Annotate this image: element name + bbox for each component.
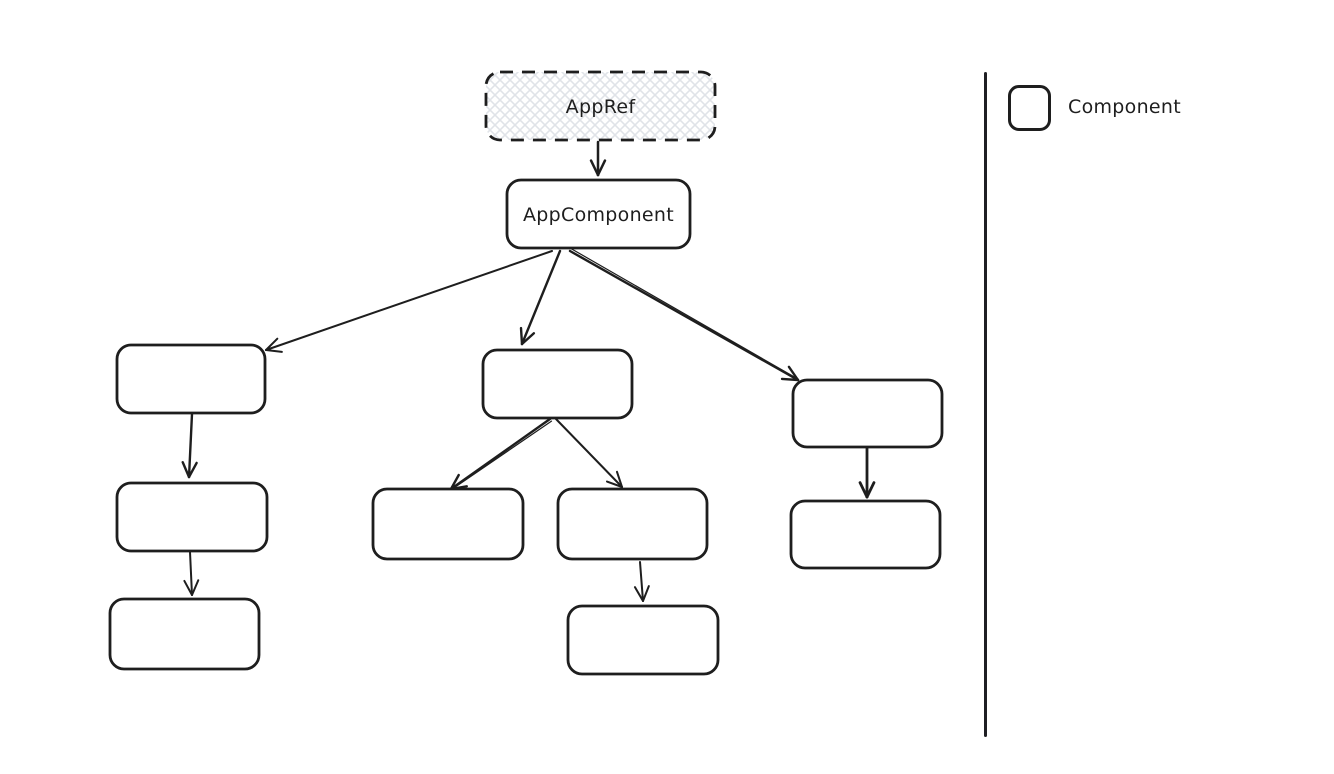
node-box-mid1: [481, 348, 634, 420]
legend-divider: [984, 72, 987, 737]
node-left2: [115, 481, 269, 553]
edge-appComponent-right1: [568, 248, 800, 382]
node-box-right2: [789, 499, 942, 570]
component-swatch-icon: [1008, 85, 1051, 131]
node-box-midleft: [371, 487, 525, 561]
edge-midright-midgrand: [633, 561, 650, 602]
edge-appComponent-left1: [265, 250, 553, 353]
edge-mid1-midleft: [449, 417, 553, 491]
node-midleft: [371, 487, 525, 561]
node-right1: [791, 378, 944, 449]
edge-left1-left2: [181, 412, 198, 479]
node-appComponent: AppComponent: [505, 178, 692, 250]
node-box-midright: [556, 487, 709, 561]
node-left3: [108, 597, 261, 671]
node-right2: [789, 499, 942, 570]
node-box-appRef: [484, 70, 717, 142]
edge-appComponent-mid1: [519, 249, 562, 346]
node-left1: [115, 343, 267, 415]
edge-left2-left3: [183, 551, 200, 596]
node-label-appRef: AppRef: [566, 96, 637, 118]
edges-layer: [181, 140, 876, 602]
node-midright: [556, 487, 709, 561]
edge-mid1-midright: [555, 418, 623, 488]
node-label-appComponent: AppComponent: [523, 204, 674, 226]
legend-label: Component: [1068, 96, 1182, 118]
edge-appRef-appComponent: [589, 140, 607, 177]
node-mid1: [481, 348, 634, 420]
node-midgrand: [566, 604, 720, 676]
node-box-left1: [115, 343, 267, 415]
node-appRef: AppRef: [484, 70, 717, 142]
node-box-midgrand: [566, 604, 720, 676]
node-box-left3: [108, 597, 261, 671]
edge-right1-right2: [858, 446, 876, 499]
node-box-right1: [791, 378, 944, 449]
node-box-left2: [115, 481, 269, 553]
node-box-appComponent: [505, 178, 692, 250]
